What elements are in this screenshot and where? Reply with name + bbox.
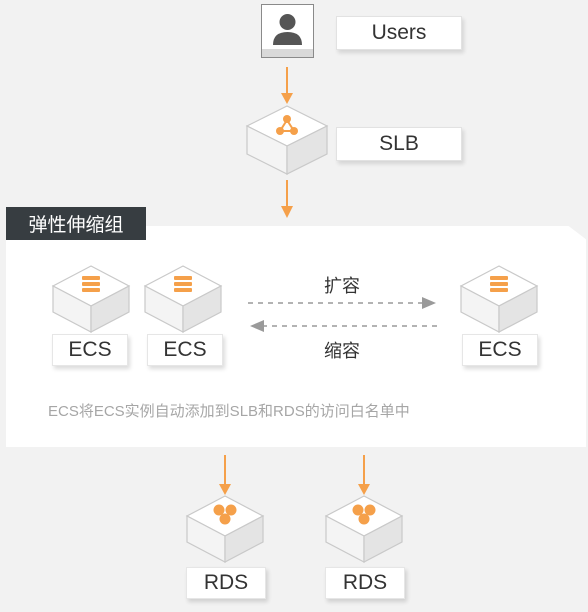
scale-in-label: 缩容 [324,341,360,361]
network-nodes-icon [276,115,298,135]
ecs-cube-icon [144,265,222,333]
users-icon [261,4,314,58]
server-icon [174,276,192,292]
arrow-users-to-slb [281,67,293,104]
scale-out-label: 扩容 [324,276,360,296]
slb-cube-icon [246,105,328,175]
ecs-cube-icon [52,265,130,333]
ecs-label: ECS [52,334,128,366]
database-cluster-icon [352,504,376,525]
scale-in-arrow [250,320,438,332]
person-icon [262,14,313,57]
users-label: Users [336,16,462,50]
server-icon [490,276,508,292]
whitelist-note: ECS将ECS实例自动添加到SLB和RDS的访问白名单中 [48,403,410,420]
arrow-slb-to-group [281,180,293,218]
slb-label: SLB [336,127,462,161]
server-icon [82,276,100,292]
scaling-group-title: 弹性伸缩组 [6,207,146,240]
scale-out-arrow [248,297,436,309]
arrow-group-to-rds-left [219,455,231,495]
arrow-group-to-rds-right [358,455,370,495]
rds-label: RDS [325,567,405,599]
rds-cube-icon [325,495,403,563]
ecs-cube-icon [460,265,538,333]
database-cluster-icon [213,504,237,525]
rds-label: RDS [186,567,266,599]
ecs-label: ECS [462,334,538,366]
rds-cube-icon [186,495,264,563]
ecs-label: ECS [147,334,223,366]
